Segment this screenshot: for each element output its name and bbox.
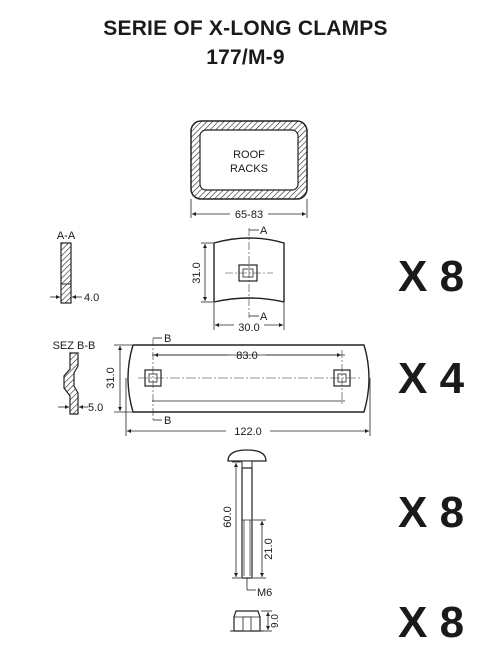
frame-width-dim: 65-83 (235, 209, 263, 221)
long-plate-view: B B 83.0 31.0 122.0 (105, 333, 371, 438)
small-plate-view: A A 31.0 30.0 (191, 225, 285, 334)
long-plate-section: SEZ B-B 5.0 (53, 340, 103, 415)
section-a-marker-top: A (260, 225, 268, 237)
section-b-label: SEZ B-B (53, 340, 96, 352)
small-plate-height-dim: 31.0 (191, 262, 203, 283)
long-plate-length-dim: 122.0 (234, 426, 262, 438)
drawing-code: 177/M-9 (206, 46, 285, 69)
small-plate-section: A-A 4.0 (50, 230, 99, 304)
frame-label-roof: ROOF (233, 149, 265, 161)
section-a-marker-bottom: A (260, 311, 268, 323)
long-plate-spacing-dim: 83.0 (236, 350, 257, 362)
bolt-length-dim: 60.0 (222, 506, 234, 527)
roof-rack-section: ROOF RACKS 65-83 (190, 120, 308, 221)
small-plate-thickness-dim: 4.0 (84, 292, 99, 304)
frame-label-racks: RACKS (230, 163, 268, 175)
section-b-marker-bottom: B (164, 415, 171, 427)
flange-nut: 9.0 (230, 610, 281, 632)
bolt-thread-size: M6 (257, 587, 272, 599)
carriage-bolt: 60.0 21.0 M6 (222, 449, 275, 599)
small-plate-width-dim: 30.0 (238, 322, 259, 334)
long-plate-height-dim: 31.0 (105, 367, 117, 388)
long-plate-quantity: X 4 (398, 354, 465, 403)
bolt-thread-dim: 21.0 (263, 538, 275, 559)
small-plate-quantity: X 8 (398, 252, 465, 301)
drawing-title: SERIE OF X-LONG CLAMPS (103, 17, 388, 40)
bolt-quantity: X 8 (398, 488, 465, 537)
long-plate-thickness-dim: 5.0 (88, 402, 103, 414)
section-a-label: A-A (57, 230, 76, 242)
nut-height-dim: 9.0 (270, 614, 281, 628)
section-b-marker-top: B (164, 333, 171, 345)
nut-quantity: X 8 (398, 598, 465, 647)
